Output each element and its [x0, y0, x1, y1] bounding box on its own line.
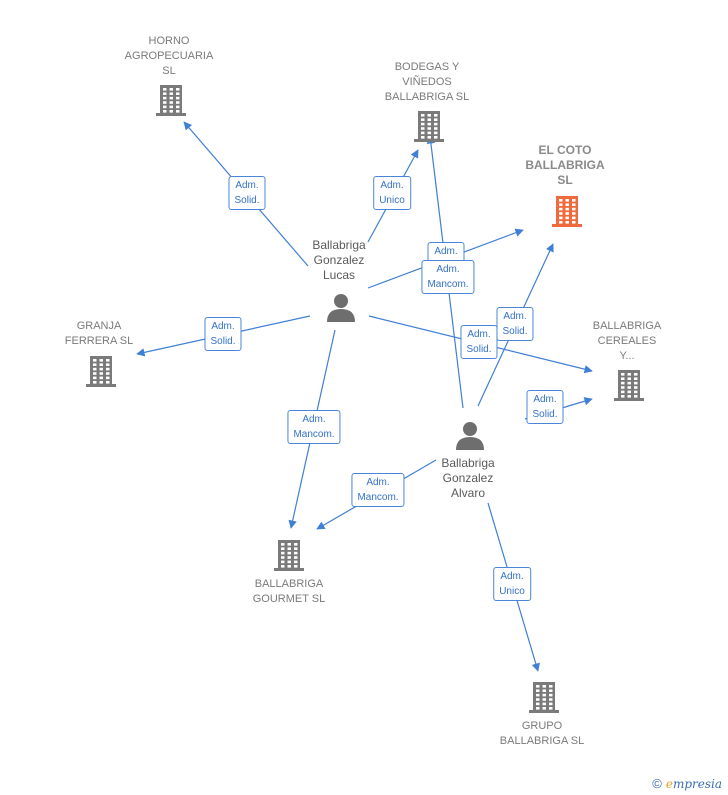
relation-label-lucas-cereales[interactable]: Adm. Solid.: [460, 325, 498, 359]
person-lucas-label-line: Lucas: [322, 268, 356, 282]
person-alvaro-label-line: Alvaro: [450, 486, 485, 500]
relation-label-alvaro-gourmet[interactable]: Adm. Mancom.: [351, 473, 405, 507]
company-grupo-label-line: GRUPO: [521, 720, 563, 732]
company-bodegas-label-line: BODEGAS Y: [394, 61, 460, 73]
relation-label-lucas-bodegas-line: Adm.: [380, 180, 404, 191]
relation-label-alvaro-cereales[interactable]: Adm. Solid.: [526, 390, 564, 424]
footer-brand[interactable]: ©empresia: [652, 776, 722, 791]
relation-label-lucas-gourmet[interactable]: Adm. Mancom.: [287, 410, 341, 444]
company-grupo-label-line: BALLABRIGA SL: [499, 735, 585, 747]
relation-label-alvaro-coto-line: Adm.: [503, 311, 527, 322]
relation-label-lucas-horno[interactable]: Adm. Solid.: [228, 176, 266, 210]
relation-label-lucas-horno-line: Adm.: [235, 180, 259, 191]
relation-label-alvaro-grupo-line: Adm.: [500, 571, 524, 582]
relation-label-alvaro-grupo[interactable]: Adm. Unico: [493, 567, 531, 601]
relation-label-lucas-granja[interactable]: Adm. Solid.: [204, 317, 242, 351]
company-cereales-label-line: CEREALES: [597, 335, 657, 347]
relation-label-lucas-granja-line: Solid.: [210, 336, 236, 347]
company-cereales-label: BALLABRIGA CEREALES Y...: [593, 319, 661, 364]
relation-label-lucas-gourmet-line: Mancom.: [293, 429, 335, 440]
relation-label-lucas-gourmet-line: Adm.: [302, 414, 326, 425]
relation-label-alvaro-bodegas[interactable]: Adm. Mancom.: [421, 260, 475, 294]
company-granja-label: GRANJA FERRERA SL: [65, 319, 133, 349]
company-granja-building-icon[interactable]: [86, 356, 116, 387]
company-cereales-label-line: Y...: [619, 350, 635, 362]
company-granja-label-line: GRANJA: [76, 320, 122, 332]
company-bodegas-label-line: VIÑEDOS: [402, 76, 452, 88]
company-bodegas-label: BODEGAS Y VIÑEDOS BALLABRIGA SL: [385, 60, 469, 105]
company-horno-label-line: AGROPECUARIA: [124, 50, 214, 62]
company-coto-label-line: BALLABRIGA: [525, 158, 605, 172]
company-horno-label: HORNO AGROPECUARIA SL: [125, 34, 214, 79]
company-horno-label-line: HORNO: [148, 35, 190, 47]
person-alvaro-label-line: Gonzalez: [442, 471, 494, 485]
person-alvaro-label-line: Ballabriga: [441, 456, 495, 470]
company-gourmet-label-line: BALLABRIGA: [254, 578, 324, 590]
relation-label-lucas-cereales-line: Solid.: [466, 344, 492, 355]
company-bodegas-label-line: BALLABRIGA SL: [384, 91, 470, 103]
person-lucas-icon[interactable]: [327, 294, 355, 322]
company-coto-label-line: EL COTO: [538, 143, 592, 157]
company-gourmet-label: BALLABRIGA GOURMET SL: [253, 577, 326, 607]
relation-label-lucas-coto-line: Adm.: [434, 246, 458, 257]
company-coto-label-line: SL: [557, 173, 573, 187]
relation-label-alvaro-gourmet-line: Mancom.: [357, 492, 399, 503]
relation-label-alvaro-cereales-line: Solid.: [532, 409, 558, 420]
company-coto-building-icon[interactable]: [552, 196, 582, 227]
company-granja-label-line: FERRERA SL: [64, 335, 134, 347]
person-alvaro-icon[interactable]: [456, 422, 484, 450]
relation-label-lucas-bodegas[interactable]: Adm. Unico: [373, 176, 411, 210]
company-grupo-building-icon[interactable]: [529, 682, 559, 713]
relation-label-alvaro-cereales-line: Adm.: [533, 394, 557, 405]
relation-label-lucas-granja-line: Adm.: [211, 321, 235, 332]
relation-label-alvaro-gourmet-line: Adm.: [366, 477, 390, 488]
company-horno-building-icon[interactable]: [156, 85, 186, 116]
company-gourmet-label-line: GOURMET SL: [252, 593, 326, 605]
relation-label-lucas-horno-line: Solid.: [234, 195, 260, 206]
company-bodegas-building-icon[interactable]: [414, 111, 444, 142]
company-gourmet-building-icon[interactable]: [274, 540, 304, 571]
company-cereales-building-icon[interactable]: [614, 370, 644, 401]
relation-label-alvaro-coto-line: Solid.: [502, 326, 528, 337]
person-lucas-label-line: Ballabriga: [312, 238, 366, 252]
company-cereales-label-line: BALLABRIGA: [592, 320, 662, 332]
relation-label-alvaro-bodegas-line: Mancom.: [427, 279, 469, 290]
relation-label-alvaro-bodegas-line: Adm.: [436, 264, 460, 275]
person-lucas-label-line: Gonzalez: [313, 253, 365, 267]
empresia-logo: empresia: [665, 777, 722, 791]
relation-label-lucas-bodegas-line: Unico: [379, 195, 405, 206]
copyright-symbol: ©: [652, 776, 662, 791]
company-horno-label-line: SL: [162, 65, 176, 77]
company-grupo-label: GRUPO BALLABRIGA SL: [500, 719, 584, 749]
relation-label-lucas-cereales-line: Adm.: [467, 329, 491, 340]
relation-label-alvaro-coto[interactable]: Adm. Solid.: [496, 307, 534, 341]
relation-label-alvaro-grupo-line: Unico: [499, 586, 525, 597]
